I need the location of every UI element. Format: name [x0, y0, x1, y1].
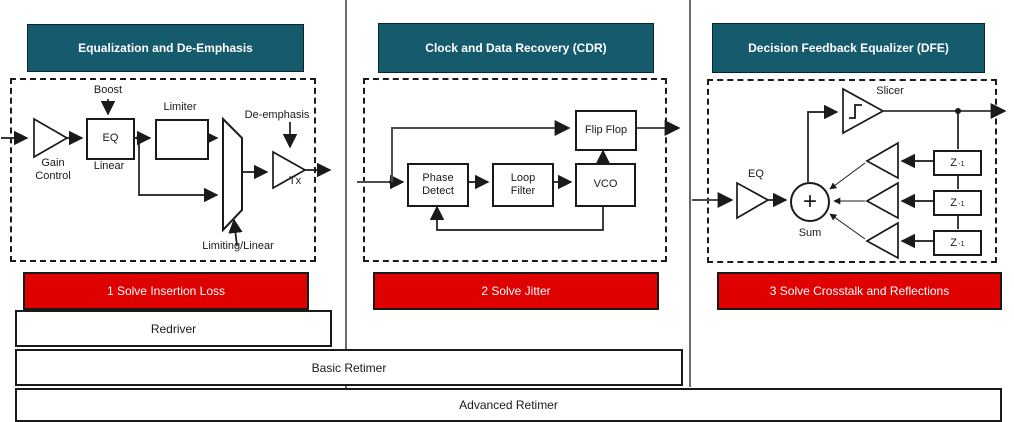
z-delay-block-3: Z-1	[933, 230, 982, 256]
boost-label: Boost	[93, 84, 123, 96]
phase-detect-block: Phase Detect	[407, 163, 469, 207]
z-delay-block-1: Z-1	[933, 150, 982, 176]
column-divider-1	[345, 0, 347, 349]
dfe-eq-label: EQ	[748, 168, 764, 180]
dfe-section-wires	[692, 87, 1007, 260]
eq-block: EQ	[86, 118, 135, 160]
banner-solve-insertion-loss: 1 Solve Insertion Loss	[23, 272, 309, 310]
linear-label: Linear	[93, 160, 125, 172]
column-divider-2	[689, 0, 691, 387]
data-to-flipflop-arrow	[391, 120, 571, 182]
bar-advanced-retimer: Advanced Retimer	[15, 388, 1002, 422]
eq-section-wires	[1, 99, 332, 247]
vco-block: VCO	[575, 163, 636, 207]
sum-node: +	[790, 182, 830, 222]
dfe-dashed-frame	[707, 79, 997, 263]
de-emphasis-label: De-emphasis	[244, 109, 310, 121]
slicer-label: Slicer	[876, 85, 904, 97]
slicer-step-glyph	[849, 104, 862, 119]
tap2-triangle	[865, 181, 899, 220]
tap3-to-sum-arrow	[829, 213, 866, 240]
linear-bypass-arrow	[138, 138, 219, 203]
tap1-triangle	[865, 141, 899, 180]
header-dfe: Decision Feedback Equalizer (DFE)	[712, 23, 985, 73]
tx-label: Tx	[288, 175, 302, 187]
flip-flop-block: Flip Flop	[575, 110, 637, 151]
plus-icon: +	[802, 188, 817, 215]
banner-solve-jitter: 2 Solve Jitter	[373, 272, 659, 310]
sum-label: Sum	[798, 227, 822, 239]
sum-to-slicer-arrow	[807, 104, 839, 182]
header-cdr: Clock and Data Recovery (CDR)	[378, 23, 654, 73]
gain-control-label: Gain Control	[35, 157, 71, 182]
limiting-linear-arrow	[228, 218, 243, 247]
dfe-eq-triangle	[736, 181, 770, 220]
limiter-block	[155, 119, 209, 160]
tap3-triangle	[865, 221, 899, 260]
cdr-section-wires	[357, 120, 681, 231]
slicer-triangle	[842, 87, 885, 135]
bar-redriver: Redriver	[15, 310, 332, 347]
mux-shape	[222, 116, 243, 233]
limiting-linear-label: Limiting/Linear	[202, 240, 274, 252]
tap1-to-sum-arrow	[829, 162, 866, 190]
tx-amp-triangle	[272, 150, 307, 190]
loop-filter-block: Loop Filter	[492, 163, 554, 207]
z-delay-block-2: Z-1	[933, 190, 982, 216]
limiter-label: Limiter	[163, 101, 197, 113]
gain-amp-triangle	[33, 117, 69, 159]
cdr-dashed-frame	[363, 78, 667, 262]
header-equalization: Equalization and De-Emphasis	[27, 24, 304, 72]
bar-basic-retimer: Basic Retimer	[15, 349, 683, 386]
banner-solve-crosstalk: 3 Solve Crosstalk and Reflections	[717, 272, 1002, 310]
vco-feedback-arrow	[429, 203, 604, 231]
